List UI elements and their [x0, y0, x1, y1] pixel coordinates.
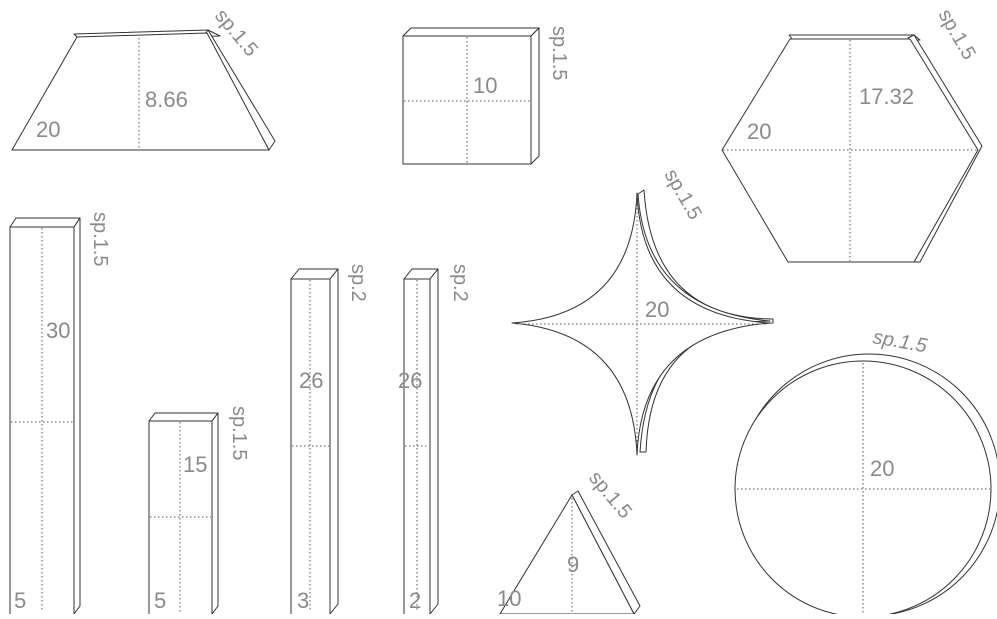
hexagon-shape: 20 17.32 sp.1.5 — [721, 6, 983, 263]
triangle-height-label: 9 — [567, 552, 579, 577]
bar-15-thickness-label: sp.1.5 — [228, 406, 250, 460]
hexagon-side-label: 20 — [747, 119, 771, 144]
square-top-face — [402, 27, 540, 37]
bar-26b-side-face — [429, 268, 439, 615]
bar-30-shape: 30 5 sp.1.5 — [9, 212, 111, 618]
bar-30-thickness-label: sp.1.5 — [89, 212, 111, 266]
triangle-thickness-label: sp.1.5 — [584, 467, 636, 523]
trapezoid-shape: 20 8.66 sp.1.5 — [11, 5, 276, 151]
bar-26b-shape: 26 2 sp.2 — [398, 264, 471, 618]
star-side-face — [637, 189, 774, 453]
triangle-base-label: 10 — [497, 586, 521, 611]
hexagon-thickness-label: sp.1.5 — [934, 6, 980, 64]
bar-15-shape: 15 5 sp.1.5 — [148, 406, 250, 618]
circle-diameter-label: 20 — [870, 456, 894, 481]
square-side-label: 10 — [473, 73, 497, 98]
bar-30-side-face — [73, 217, 81, 615]
square-shape: 10 sp.1.5 — [402, 26, 570, 165]
star-thickness-label: sp.1.5 — [660, 166, 706, 224]
bar-26a-thickness-label: sp.2 — [347, 264, 369, 302]
square-thickness-label: sp.1.5 — [548, 26, 570, 80]
star-size-label: 20 — [645, 297, 669, 322]
bar-26b-thickness-label: sp.2 — [449, 264, 471, 302]
bar-26a-shape: 26 3 sp.2 — [290, 264, 369, 618]
bar-15-side-face — [211, 412, 219, 615]
bar-15-width-label: 5 — [154, 588, 166, 613]
square-side-face — [530, 27, 540, 165]
bar-26b-width-label: 2 — [409, 588, 421, 613]
bar-26a-height-label: 26 — [299, 368, 323, 393]
bar-15-top-face — [148, 412, 219, 422]
trapezoid-base-label: 20 — [36, 117, 60, 142]
hexagon-front-face — [721, 38, 979, 263]
bar-30-top-face — [9, 217, 81, 228]
circle-shape: 20 sp.1.5 — [734, 326, 997, 618]
triangle-shape: 9 10 sp.1.5 — [497, 467, 641, 615]
bar-26a-side-face — [329, 268, 339, 615]
square-front-face — [402, 35, 532, 165]
star-shape: 20 sp.1.5 — [511, 166, 774, 456]
circle-thickness-label: sp.1.5 — [871, 326, 929, 357]
bar-26a-width-label: 3 — [297, 588, 309, 613]
bar-26b-height-label: 26 — [398, 368, 422, 393]
bar-15-height-label: 15 — [183, 452, 207, 477]
trapezoid-front-face — [11, 32, 270, 151]
trapezoid-height-label: 8.66 — [145, 87, 188, 112]
hexagon-height-label: 17.32 — [859, 84, 914, 109]
bar-30-width-label: 5 — [14, 588, 26, 613]
bar-30-height-label: 30 — [46, 318, 70, 343]
